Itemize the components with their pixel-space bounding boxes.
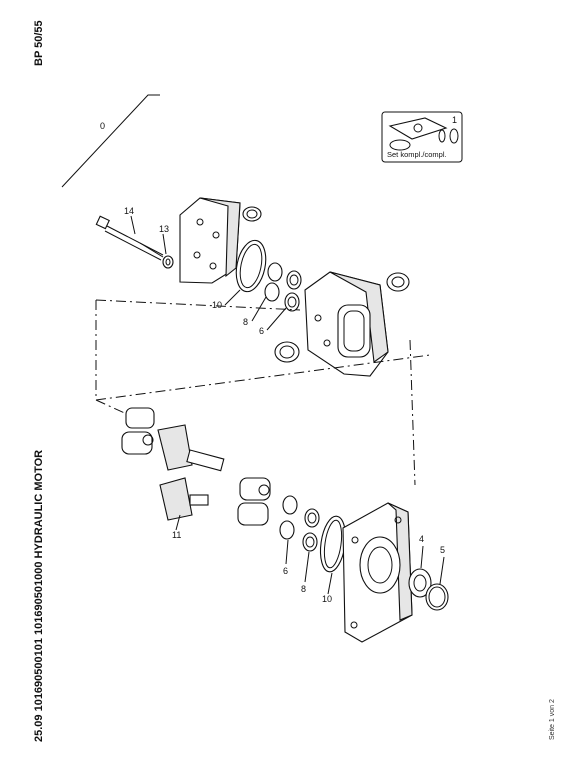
- bearing-bushings-middle: [237, 477, 271, 526]
- seal-kit-label: Set kompl./compl.: [387, 150, 447, 159]
- callout-8-lower: 8: [301, 584, 306, 594]
- washer-part-13: 13: [159, 224, 174, 269]
- gear-shaft-upper: [121, 407, 225, 472]
- callout-13: 13: [159, 224, 169, 234]
- assembly-leader: 0: [61, 94, 160, 188]
- shaft-seal-part-4: 4: [408, 534, 432, 598]
- circlip-part-5: 5: [425, 545, 449, 611]
- rear-cover: [179, 197, 262, 284]
- bearing-rings-lower: 6 8: [279, 495, 320, 594]
- callout-5: 5: [440, 545, 445, 555]
- callout-1: 1: [452, 115, 457, 125]
- callout-8-upper: 8: [243, 317, 248, 327]
- front-flange: [342, 502, 413, 643]
- seal-ring-part-10-lower: 10: [319, 515, 347, 604]
- callout-6-lower: 6: [283, 566, 288, 576]
- pump-housing: [274, 271, 410, 377]
- callout-10-lower: 10: [322, 594, 332, 604]
- bolt-part-14: 14: [95, 206, 164, 261]
- callout-0: 0: [100, 121, 105, 131]
- callout-14: 14: [124, 206, 134, 216]
- callout-11: 11: [172, 530, 181, 540]
- callout-10-upper: 10: [212, 300, 222, 310]
- seal-kit-box: 1 Set kompl./compl.: [381, 111, 463, 163]
- gear-part-11: 11: [159, 477, 209, 540]
- callout-4: 4: [419, 534, 424, 544]
- seal-ring-part-10-upper: 10: [212, 239, 267, 310]
- callout-6-upper: 6: [259, 326, 264, 336]
- bearing-rings-upper: 8 6: [243, 262, 302, 336]
